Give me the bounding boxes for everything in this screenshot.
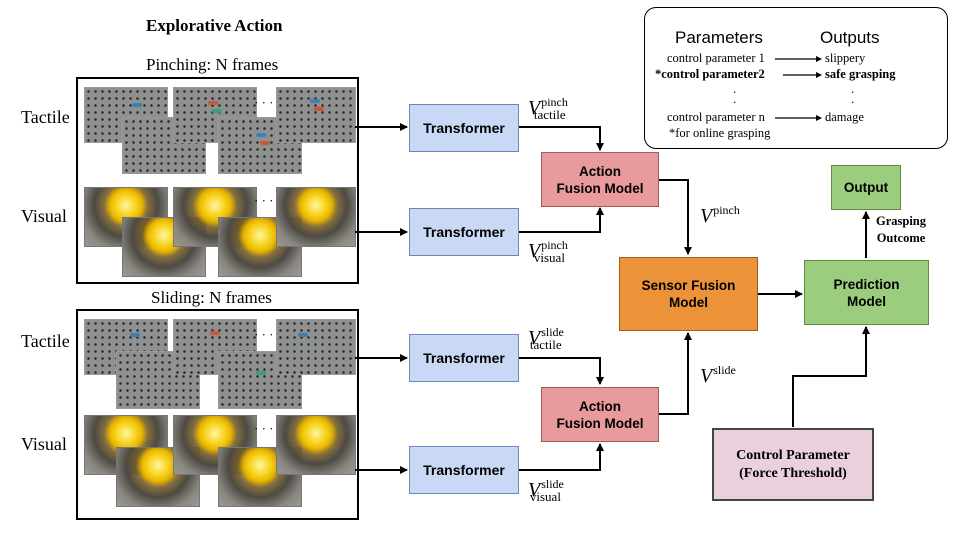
tactile-marker bbox=[130, 333, 140, 337]
footnote: *for online grasping bbox=[669, 126, 771, 140]
dot-output: . bbox=[851, 82, 855, 96]
var-v-pinch-visual: Vpinchvisual bbox=[528, 238, 568, 265]
output-name: damage bbox=[825, 110, 864, 124]
sliding-label: Sliding: N frames bbox=[151, 288, 272, 307]
control-line2: (Force Threshold) bbox=[739, 465, 847, 481]
sensor-fusion-model: Sensor Fusion Model bbox=[619, 257, 758, 331]
control-parameter-box: Control Parameter (Force Threshold) bbox=[712, 428, 874, 501]
prediction-line1: Prediction bbox=[833, 276, 900, 292]
sliding-frames-box: · · · · · · bbox=[76, 309, 359, 520]
param-name: *control parameter2 bbox=[655, 67, 765, 81]
ellipsis: · · · bbox=[254, 95, 274, 110]
diagram-title: Explorative Action bbox=[146, 16, 283, 35]
tactile-marker bbox=[256, 371, 266, 375]
sensor-fusion-line2: Model bbox=[669, 295, 708, 310]
tactile-marker bbox=[212, 109, 222, 113]
tactile-marker bbox=[298, 333, 308, 337]
prediction-model: Prediction Model bbox=[804, 260, 929, 325]
dot-output: . bbox=[851, 92, 855, 106]
grasping-outcome-line1: Grasping bbox=[876, 214, 927, 228]
param-name: control parameter n bbox=[667, 110, 765, 124]
action-fusion-line2: Fusion Model bbox=[556, 180, 644, 196]
var-v-pinch: Vpinch bbox=[700, 203, 740, 227]
param-name: control parameter 1 bbox=[667, 51, 765, 65]
outputs-header: Outputs bbox=[820, 28, 880, 47]
visual-label-slide: Visual bbox=[21, 434, 67, 454]
tactile-marker bbox=[260, 141, 270, 145]
control-line1: Control Parameter bbox=[736, 447, 850, 463]
output-row-1: slippery bbox=[825, 51, 865, 66]
sensor-fusion-line1: Sensor Fusion bbox=[641, 278, 736, 293]
transformer-slide-visual: Transformer bbox=[409, 446, 519, 494]
ellipsis: · · · bbox=[254, 193, 274, 208]
tactile-frame-2 bbox=[122, 117, 206, 174]
pinching-label: Pinching: N frames bbox=[146, 55, 279, 74]
output-name: slippery bbox=[825, 51, 866, 65]
grasping-outcome-line2: Outcome bbox=[876, 231, 926, 245]
transformer-pinch-visual: Transformer bbox=[409, 208, 519, 256]
output-box: Output bbox=[831, 165, 901, 210]
tactile-marker bbox=[132, 103, 142, 107]
action-fusion-model-pinch: Action Fusion Model bbox=[541, 152, 659, 207]
ellipsis: · · · bbox=[254, 327, 274, 342]
tactile-marker bbox=[310, 99, 320, 103]
grasping-outcome-label: Grasping Outcome bbox=[876, 213, 926, 247]
tactile-frame-3 bbox=[173, 319, 257, 375]
var-v-slide-visual: Vslidevisual bbox=[528, 477, 564, 504]
visual-frame-5 bbox=[276, 415, 356, 475]
var-v-slide: Vslide bbox=[700, 363, 736, 387]
dot-param: . bbox=[733, 82, 737, 96]
output-row-2: safe grasping bbox=[825, 67, 896, 82]
action-fusion-line2: Fusion Model bbox=[556, 415, 644, 431]
var-v-pinch-tactile: Vpinchtactile bbox=[528, 95, 568, 122]
output-row-n: damage bbox=[825, 110, 864, 125]
action-fusion-model-slide: Action Fusion Model bbox=[541, 387, 659, 442]
dot-param: . bbox=[733, 92, 737, 106]
tactile-label-slide: Tactile bbox=[21, 331, 70, 351]
param-row-2: *control parameter2 bbox=[655, 67, 765, 82]
tactile-marker bbox=[208, 101, 218, 105]
visual-label-pinch: Visual bbox=[21, 206, 67, 226]
tactile-marker bbox=[314, 107, 324, 111]
param-row-1: control parameter 1 bbox=[667, 51, 765, 66]
tactile-marker bbox=[210, 331, 220, 335]
var-v-slide-tactile: Vslidetactile bbox=[528, 325, 564, 352]
parameters-header: Parameters bbox=[675, 28, 763, 47]
output-name: safe grasping bbox=[825, 67, 896, 81]
tactile-frame-2 bbox=[116, 351, 200, 409]
tactile-frame-5 bbox=[276, 319, 356, 375]
transformer-slide-tactile: Transformer bbox=[409, 334, 519, 382]
visual-frame-5 bbox=[276, 187, 356, 247]
transformer-pinch-tactile: Transformer bbox=[409, 104, 519, 152]
param-row-n: control parameter n bbox=[667, 110, 765, 125]
ellipsis: · · · bbox=[254, 421, 274, 436]
parameters-panel: Parameters Outputs control parameter 1 s… bbox=[644, 7, 948, 149]
action-fusion-line1: Action bbox=[579, 163, 621, 179]
action-fusion-line1: Action bbox=[579, 398, 621, 414]
tactile-marker bbox=[256, 133, 266, 137]
panel-arrows bbox=[775, 56, 822, 121]
tactile-frame-5 bbox=[276, 87, 356, 143]
pinching-frames-box: · · · · · · bbox=[76, 77, 359, 284]
prediction-line2: Model bbox=[847, 293, 886, 309]
tactile-label-pinch: Tactile bbox=[21, 107, 70, 127]
